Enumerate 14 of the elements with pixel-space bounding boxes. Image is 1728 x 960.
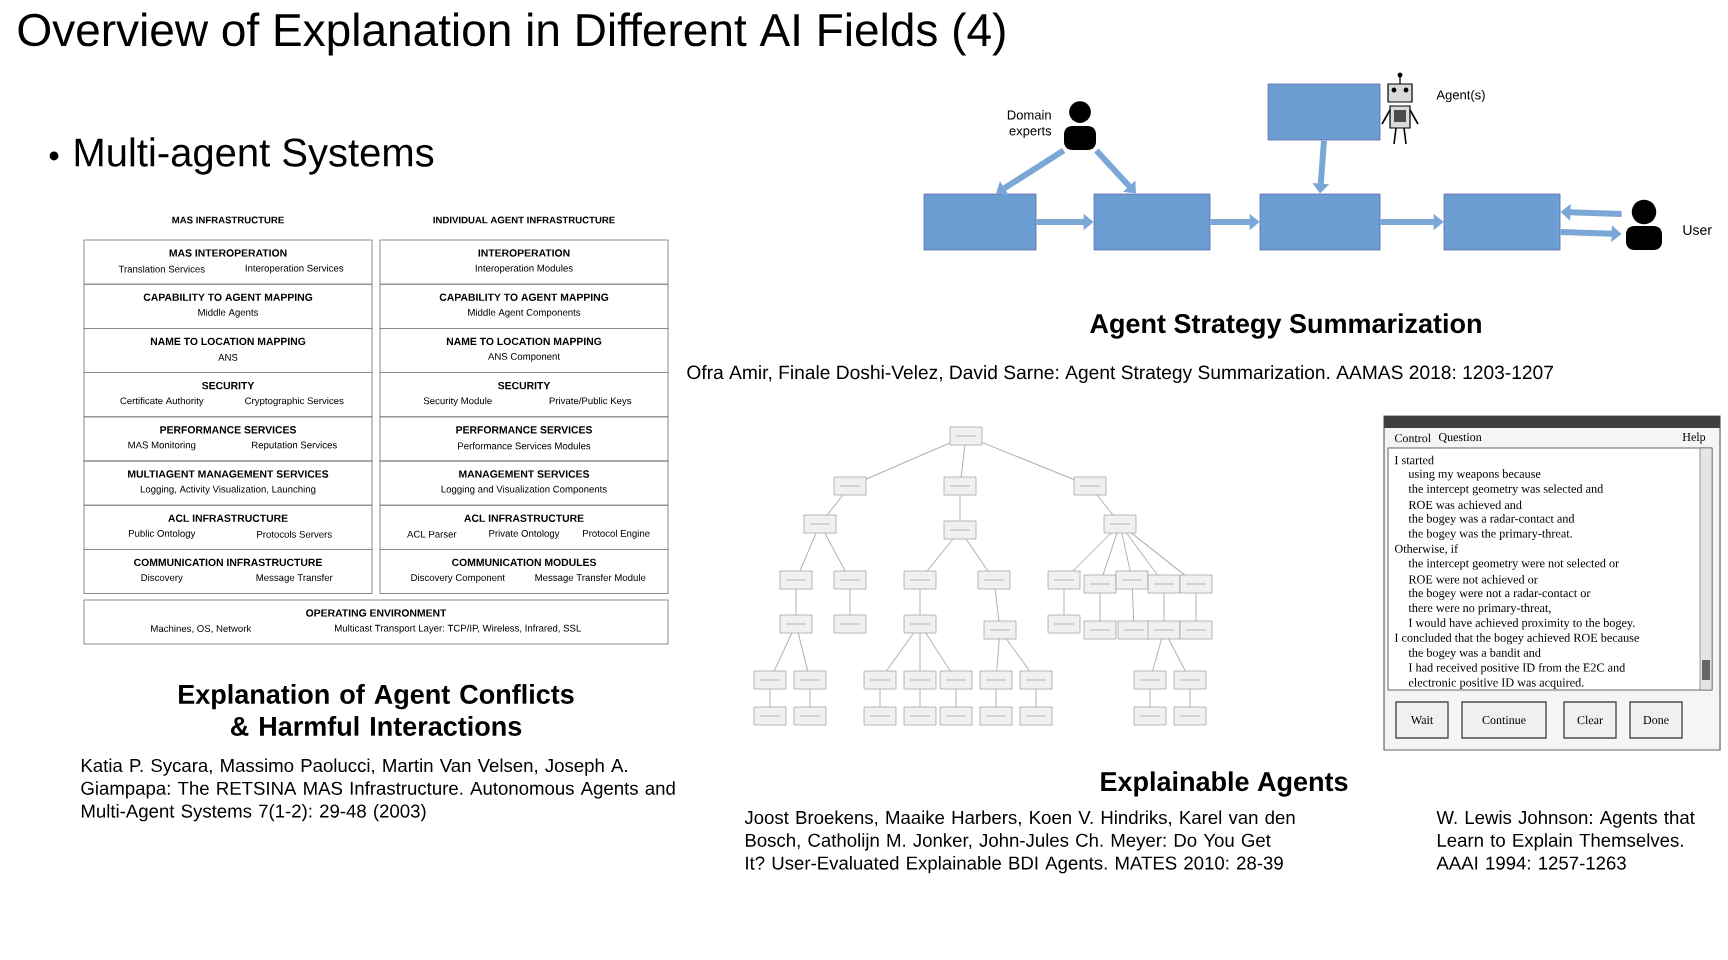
section-heading: Explainable Agents: [1101, 771, 1348, 797]
slide-title: Overview of Explanation in Different AI Fields (4): [18, 12, 1005, 56]
citation: Katia P. Sycara, Massimo Paolucci, Martin Van Velsen, Joseph A. Giampapa: The RETSINA MAS Infrastructure. Autonomous Agents and Multi-Agent Systems 7(1-2): 29-48 (2003): [81, 758, 675, 822]
section-heading: Explanation of Agent Conflicts & Harmful Interactions: [179, 684, 574, 736]
process-box: [1267, 83, 1381, 141]
process-box: [923, 193, 1037, 251]
process-box: [1093, 193, 1211, 251]
citation: Joost Broekens, Maaike Harbers, Koen V. Hindriks, Karel van den Bosch, Catholijn M. Jonker, John-Jules Ch. Meyer: Do You Get It? User-Evaluated Explainable BDI Agents. MATES 2010: 28-39: [744, 810, 1295, 874]
citation: Ofra Amir, Finale Doshi-Velez, David Sarne: Agent Strategy Summarization. AAMAS 2018: 1203-1207: [687, 365, 1553, 383]
section-heading: Agent Strategy Summarization: [1090, 313, 1481, 339]
citation: W. Lewis Johnson: Agents that Learn to Explain Themselves. AAAI 1994: 1257-1263: [1436, 810, 1695, 870]
process-box: [1259, 193, 1381, 251]
process-box: [1443, 193, 1561, 251]
subtitle: Multi-agent Systems: [75, 137, 434, 175]
